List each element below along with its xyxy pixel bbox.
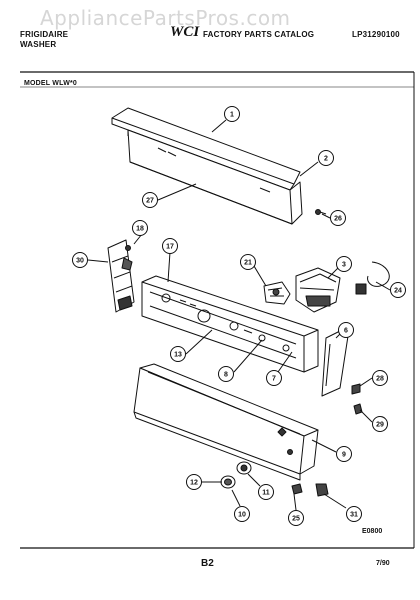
svg-text:9: 9 [342, 452, 346, 459]
model-label: MODEL WLW*0 [24, 80, 78, 87]
svg-text:8: 8 [224, 372, 228, 379]
page-number: B2 [201, 558, 214, 569]
brand-line-1: FRIGIDAIRE [20, 30, 69, 39]
svg-text:21: 21 [244, 260, 252, 267]
callout-10: 10 [234, 506, 250, 522]
callout-1: 1 [224, 106, 240, 122]
svg-text:3: 3 [342, 262, 346, 269]
svg-text:30: 30 [76, 258, 84, 265]
callout-17: 17 [162, 238, 178, 254]
callout-25: 25 [288, 510, 304, 526]
callout-21: 21 [240, 254, 256, 270]
watermark: AppliancePartsPros.com [40, 6, 291, 30]
callout-3: 3 [336, 256, 352, 272]
timer-assembly [295, 267, 341, 313]
callout-2: 2 [318, 150, 334, 166]
callout-11: 11 [258, 484, 274, 500]
mounting-clips [291, 483, 329, 497]
front-console-panel [133, 363, 319, 481]
callout-27: 27 [142, 192, 158, 208]
svg-text:11: 11 [262, 490, 270, 497]
callout-26-top: 26 [330, 210, 346, 226]
svg-text:29: 29 [376, 422, 384, 429]
svg-text:1: 1 [230, 112, 234, 119]
end-cap-right [321, 329, 349, 397]
callout-bubbles: 1 2 27 26 18 17 30 21 3 24 6 13 8 7 28 2… [72, 106, 406, 526]
svg-text:10: 10 [238, 512, 246, 519]
callout-12: 12 [186, 474, 202, 490]
svg-text:6: 6 [344, 328, 348, 335]
callout-31: 31 [346, 506, 362, 522]
callout-6: 6 [338, 322, 354, 338]
callout-9: 9 [336, 446, 352, 462]
svg-text:12: 12 [190, 480, 198, 487]
screw-26-top [315, 209, 327, 215]
svg-text:13: 13 [174, 352, 182, 359]
side-bracket-left [107, 239, 135, 313]
callout-8: 8 [218, 366, 234, 382]
catalog-number: LP31290100 [352, 30, 400, 39]
svg-text:31: 31 [350, 512, 358, 519]
svg-text:25: 25 [292, 516, 300, 523]
svg-text:27: 27 [146, 198, 154, 205]
svg-text:28: 28 [376, 376, 384, 383]
svg-text:2: 2 [324, 156, 328, 163]
revision-date: 7/90 [376, 560, 390, 567]
catalog-title: FACTORY PARTS CATALOG [203, 30, 315, 39]
brand-line-2: WASHER [20, 40, 57, 49]
selector-switch [263, 281, 291, 305]
control-knobs [220, 461, 252, 489]
fasteners-28-29 [351, 383, 363, 415]
svg-text:7: 7 [272, 376, 276, 383]
console-top-cover [111, 107, 303, 225]
callout-13: 13 [170, 346, 186, 362]
leader-lines [87, 119, 391, 511]
callout-29: 29 [372, 416, 388, 432]
diagram-code: E0800 [362, 528, 383, 535]
wire-harness [355, 261, 390, 295]
svg-text:17: 17 [166, 244, 174, 251]
svg-text:24: 24 [394, 288, 402, 295]
svg-text:26: 26 [334, 216, 342, 223]
callout-7: 7 [266, 370, 282, 386]
callout-24: 24 [390, 282, 406, 298]
wci-logo: WCI [170, 24, 200, 40]
callout-18: 18 [132, 220, 148, 236]
callout-28: 28 [372, 370, 388, 386]
svg-text:18: 18 [136, 226, 144, 233]
control-panel-backplate [141, 275, 319, 373]
callout-30: 30 [72, 252, 88, 268]
